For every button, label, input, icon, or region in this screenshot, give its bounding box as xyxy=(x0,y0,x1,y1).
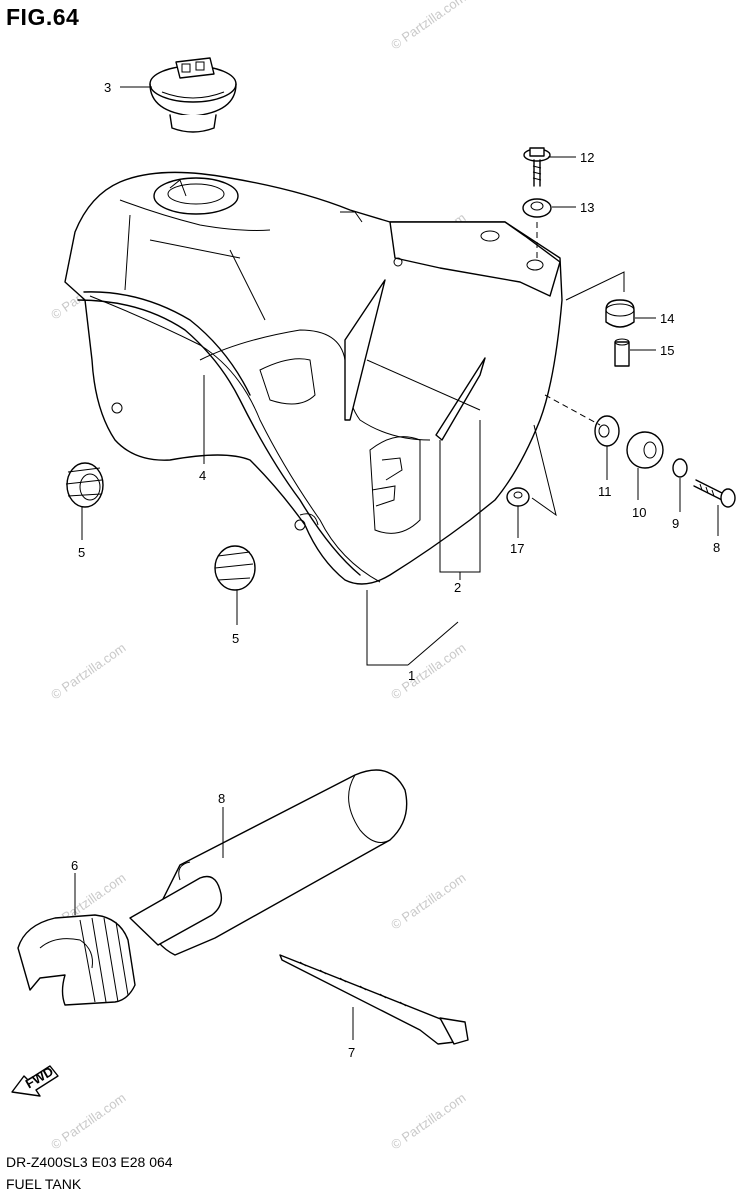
callout-label[interactable]: 4 xyxy=(199,468,206,483)
figure-title: FIG.64 xyxy=(6,4,80,30)
cushion-part-14[interactable] xyxy=(522,198,552,218)
washer-part-10[interactable] xyxy=(672,458,688,478)
leader-lines xyxy=(74,86,719,1040)
cable-tie-part-7[interactable] xyxy=(279,954,469,1045)
fuel-tank-part-1[interactable] xyxy=(64,171,563,585)
protector-tube-part-8[interactable] xyxy=(129,769,408,956)
collar-part-16[interactable] xyxy=(614,338,630,367)
callout-labels: 3 12 13 14 15 4 5 5 11 10 9 8 17 2 1 8 6… xyxy=(71,80,720,1060)
stripe-decal-part-2[interactable] xyxy=(344,279,486,441)
watermark: © Partzilla.com xyxy=(388,640,468,703)
edge-trim-part-4[interactable] xyxy=(77,291,361,576)
section-name: FUEL TANK xyxy=(6,1176,82,1192)
callout-label[interactable]: 2 xyxy=(454,580,461,595)
callout-label[interactable]: 13 xyxy=(580,200,594,215)
callout-label[interactable]: 9 xyxy=(672,516,679,531)
cushion-part-17[interactable] xyxy=(506,487,530,507)
fwd-arrow-icon: FWD xyxy=(11,1064,59,1097)
callout-label[interactable]: 1 xyxy=(408,668,415,683)
cushion-part-12[interactable] xyxy=(594,415,620,447)
watermark: © Partzilla.com xyxy=(388,0,468,52)
callout-label[interactable]: 10 xyxy=(632,505,646,520)
callout-label[interactable]: 7 xyxy=(348,1045,355,1060)
callout-label[interactable]: 6 xyxy=(71,858,78,873)
cushion-part-15[interactable] xyxy=(605,299,635,328)
grommet-part-5-upper[interactable] xyxy=(65,462,104,508)
watermark: © Partzilla.com xyxy=(388,1090,468,1153)
cover-part-6[interactable] xyxy=(17,914,136,1006)
bolt-part-9[interactable] xyxy=(693,479,736,508)
callout-label[interactable]: 8 xyxy=(218,791,225,806)
callout-label[interactable]: 17 xyxy=(510,541,524,556)
callout-label[interactable]: 5 xyxy=(232,631,239,646)
fuel-cap-part-3[interactable] xyxy=(149,57,237,133)
bolt-part-13[interactable] xyxy=(523,147,551,187)
model-code: DR-Z400SL3 E03 E28 064 xyxy=(6,1154,173,1170)
collar-part-11[interactable] xyxy=(626,431,664,469)
callout-label[interactable]: 5 xyxy=(78,545,85,560)
grommet-part-5-lower[interactable] xyxy=(214,545,256,591)
callout-label[interactable]: 8 xyxy=(713,540,720,555)
callout-label[interactable]: 3 xyxy=(104,80,111,95)
watermark: © Partzilla.com xyxy=(48,640,128,703)
callout-label[interactable]: 12 xyxy=(580,150,594,165)
watermark: © Partzilla.com xyxy=(48,1090,128,1153)
callout-label[interactable]: 11 xyxy=(598,484,612,499)
callout-label[interactable]: 15 xyxy=(660,343,674,358)
callout-label[interactable]: 14 xyxy=(660,311,674,326)
watermark: © Partzilla.com xyxy=(388,870,468,933)
